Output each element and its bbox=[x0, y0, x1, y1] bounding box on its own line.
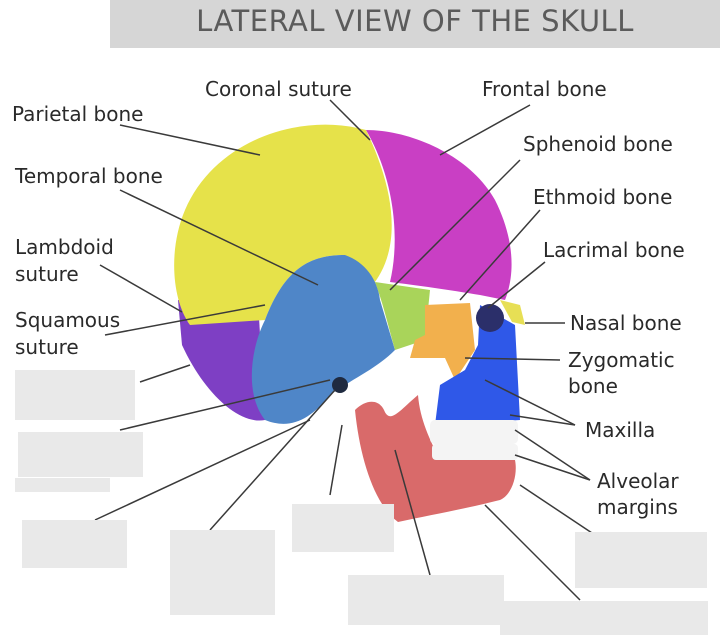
title-bar: LATERAL VIEW OF THE SKULL bbox=[110, 0, 720, 48]
label-parietal-bone: Parietal bone bbox=[12, 102, 144, 126]
blank-label-box[interactable] bbox=[22, 520, 127, 568]
blank-label-box[interactable] bbox=[15, 370, 135, 420]
label-alveolar-line2: margins bbox=[597, 495, 678, 519]
label-nasal-bone: Nasal bone bbox=[570, 311, 682, 335]
label-zygomatic-line2: bone bbox=[568, 374, 618, 398]
occipital-bone bbox=[178, 300, 265, 421]
label-squamous-line2: suture bbox=[15, 335, 79, 359]
label-zygomatic-line1: Zygomatic bbox=[568, 348, 675, 372]
blank-label-box[interactable] bbox=[170, 530, 275, 615]
label-maxilla: Maxilla bbox=[585, 418, 656, 442]
label-sphenoid-bone: Sphenoid bone bbox=[523, 132, 673, 156]
blank-label-box[interactable] bbox=[348, 575, 504, 625]
blank-label-box[interactable] bbox=[292, 504, 394, 552]
label-lambdoid-line1: Lambdoid bbox=[15, 235, 114, 259]
leader-lines bbox=[94, 99, 596, 601]
blank-label-box[interactable] bbox=[18, 432, 143, 477]
zygomatic-bone bbox=[410, 303, 475, 380]
nasal-bone bbox=[500, 300, 525, 325]
maxilla-bone bbox=[435, 305, 520, 425]
label-alveolar-line1: Alveolar bbox=[597, 469, 679, 493]
frontal-bone bbox=[366, 130, 512, 300]
blank-label-box[interactable] bbox=[500, 601, 708, 635]
upper-teeth bbox=[430, 420, 518, 444]
label-ethmoid-bone: Ethmoid bone bbox=[533, 185, 673, 209]
temporal-bone bbox=[251, 255, 395, 424]
lower-teeth bbox=[432, 444, 518, 460]
label-temporal-bone: Temporal bone bbox=[15, 164, 163, 188]
blank-label-box[interactable] bbox=[15, 478, 110, 492]
label-frontal-bone: Frontal bone bbox=[482, 77, 607, 101]
blank-label-box[interactable] bbox=[575, 532, 707, 588]
orbit bbox=[476, 304, 504, 332]
page-title: LATERAL VIEW OF THE SKULL bbox=[196, 4, 634, 38]
ear-canal bbox=[332, 377, 348, 393]
parietal-bone bbox=[174, 124, 392, 325]
label-lacrimal-bone: Lacrimal bone bbox=[543, 238, 685, 262]
label-squamous-line1: Squamous bbox=[15, 308, 121, 332]
sphenoid-bone bbox=[375, 282, 430, 350]
label-lambdoid-line2: suture bbox=[15, 262, 79, 286]
label-coronal-suture: Coronal suture bbox=[205, 77, 352, 101]
